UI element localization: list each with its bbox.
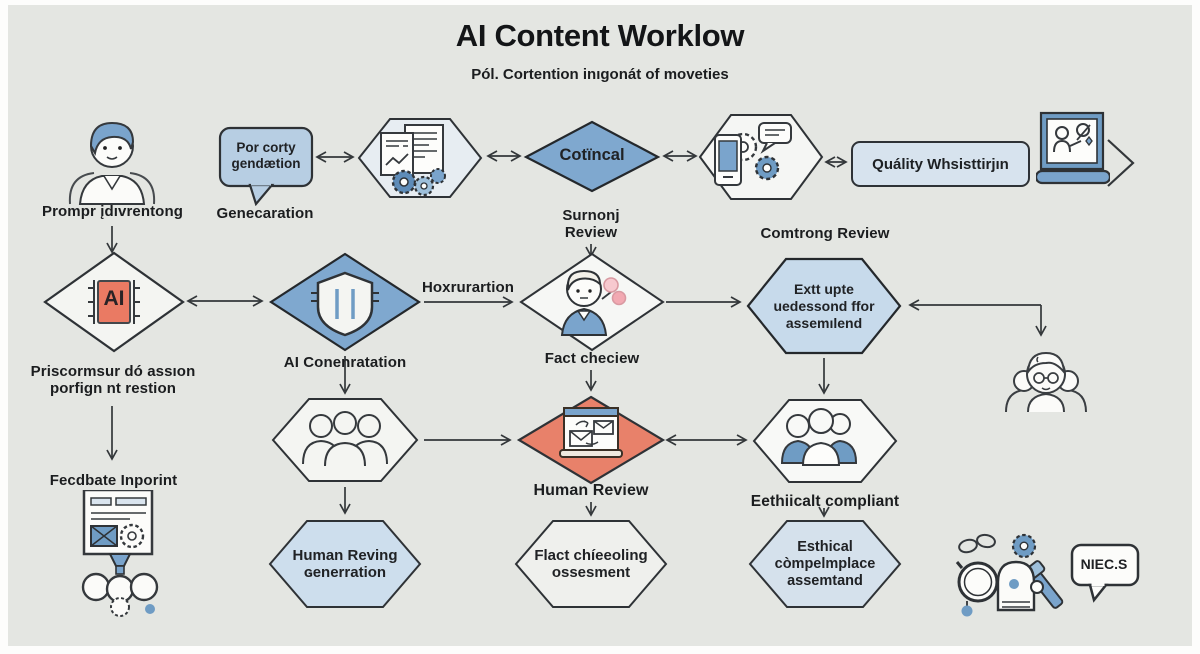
assessment-line3: assemılend <box>785 315 863 331</box>
shield-icon <box>268 252 422 352</box>
compliance-team-icon <box>752 399 898 483</box>
fact-check-label: Fact checiew <box>544 350 640 367</box>
critical-diamond-text: Cotïncal <box>559 146 625 164</box>
ai-generation-label: AI Conenratation <box>283 354 407 371</box>
ethical-compliance-line1: Esthical <box>797 539 853 555</box>
feedback-system-icon <box>81 490 159 617</box>
speech-bubble-icon <box>1070 543 1140 603</box>
ai-chip-icon <box>43 251 185 353</box>
ethics-label: Eethiicalt compliant <box>750 493 900 510</box>
mail-monitor-icon <box>516 395 666 485</box>
assessment-line2: uedessond ffor <box>773 298 875 314</box>
robot-audit-icon <box>955 533 1064 617</box>
prisc-label-line1: Priscormsur dó assıon <box>30 363 196 380</box>
page-subtitle: Pól. Cortention inıgonát of moveties <box>471 66 729 83</box>
device-gears-icon <box>698 114 824 200</box>
fact-checking-text: Flact chíeeoling ossesment <box>514 547 668 581</box>
survey-review-line2: Review <box>564 224 618 241</box>
prisc-label-line2: porfign nt restion <box>50 380 176 397</box>
reviewer-icon <box>519 252 665 352</box>
assessment-hexagon <box>746 257 902 355</box>
hoxrurartion-label: Hoxrurartion <box>421 279 515 296</box>
ethical-compliance-line3: assemtand <box>787 573 863 589</box>
quality-box: Quálity Whsisttirjın <box>851 141 1030 187</box>
human-reving-hexagon <box>268 520 422 608</box>
human-review-label: Human Review <box>533 482 649 499</box>
prisc-label: Priscormsur dó assıon porfign nt restion <box>0 363 226 397</box>
chat-bubble-icon <box>218 126 314 206</box>
quality-box-text: Quálity Whsisttirjın <box>872 155 1009 173</box>
decision-diamond <box>523 120 661 193</box>
ethical-compliance-line2: còmpelmplace <box>774 556 876 572</box>
survey-review-label: Surnonj Review <box>525 207 657 241</box>
generation-label: Genecaration <box>216 205 314 222</box>
monitor-presentation-icon <box>1036 111 1110 185</box>
feedback-label: Fecdbate Inporint <box>49 472 178 489</box>
documents-gears-icon <box>357 118 483 198</box>
human-reving-line1: Human Reving <box>292 547 398 564</box>
ethical-compliance-hexagon <box>748 520 902 608</box>
team-outline-icon <box>271 398 419 482</box>
content-review-label: Comtrong Review <box>760 225 890 242</box>
niecs-text: NIEC.S <box>1080 556 1128 572</box>
fact-checking-line1: Flact chíeeoling <box>534 547 648 564</box>
assessment-line1: Extt upte <box>794 281 854 297</box>
human-reving-text: Human Reving ɢenerration <box>268 547 422 581</box>
fact-checking-line2: ossesment <box>551 564 631 581</box>
survey-review-line1: Surnonj <box>562 207 620 224</box>
generation-bubble-text: Por corty gendætion <box>231 140 301 171</box>
page-title: AI Content Worklow <box>455 18 745 53</box>
assessment-text: Extt upte uedessond ffor assemılend <box>746 281 902 332</box>
ai-chip-text: AI <box>103 287 125 310</box>
user-icon <box>68 121 156 205</box>
ethical-compliance-text: Esthical còmpelmplace assemtand <box>748 539 902 590</box>
fact-checking-hexagon <box>514 520 668 608</box>
prompt-label: Prompr įdıvrentong <box>42 203 183 220</box>
human-reving-line2: ɢenerration <box>303 564 387 581</box>
grandma-icon <box>1005 351 1087 413</box>
